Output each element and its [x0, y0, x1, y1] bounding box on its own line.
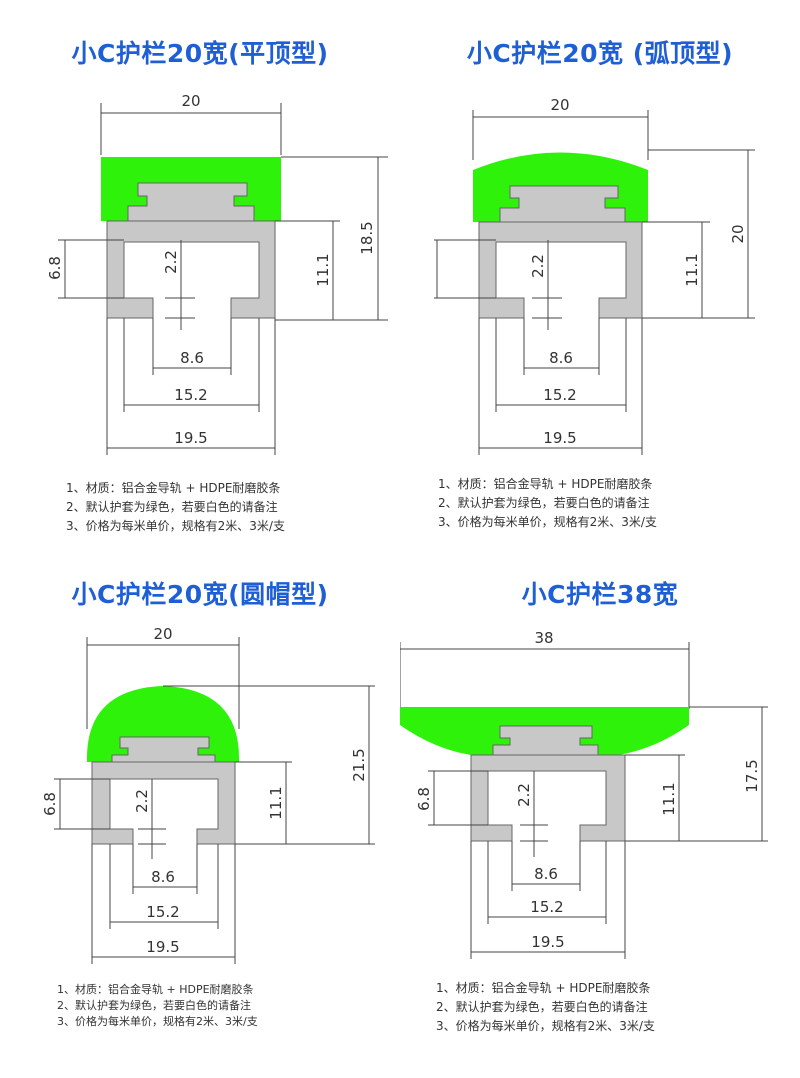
rail-body — [478, 221, 643, 319]
dim-slot-width: 8.6 — [180, 349, 204, 367]
dim-base-width: 19.5 — [531, 933, 564, 951]
panel-title: 小C护栏20宽 (弧顶型) — [466, 39, 734, 68]
spec-notes: 1、材质：铝合金导轨 + HDPE耐磨胶条 2、默认护套为绿色，若要白色的请备注… — [436, 979, 655, 1036]
panel-38-wide: 小C护栏38宽 38 17.5 11.1 6.8 2.2 — [400, 539, 800, 1078]
dim-inner-width: 15.2 — [146, 903, 179, 921]
note-line: 1、材质：铝合金导轨 + HDPE耐磨胶条 — [66, 481, 281, 495]
dim-width-top: 20 — [550, 96, 569, 114]
profile-drawing: 38 17.5 11.1 6.8 2.2 8.6 15.2 19.5 — [400, 629, 768, 959]
dim-body-height: 11.1 — [314, 253, 332, 286]
panel-title: 小C护栏20宽(圆帽型) — [71, 580, 329, 609]
rail-t-slot — [492, 725, 599, 756]
profile-drawing: 20 20 11.1 2.2 8.6 15.2 19.5 — [434, 96, 755, 455]
rail-body — [106, 220, 276, 319]
dim-slot-width: 8.6 — [549, 349, 573, 367]
dim-inner-height: 6.8 — [46, 256, 64, 280]
panel-title: 小C护栏20宽(平顶型) — [71, 39, 329, 68]
spec-notes: 1、材质：铝合金导轨 + HDPE耐磨胶条 2、默认护套为绿色，若要白色的请备注… — [66, 479, 285, 536]
dim-groove-depth: 2.2 — [529, 254, 547, 278]
dim-inner-height: 6.8 — [41, 792, 59, 816]
dim-base-width: 19.5 — [174, 429, 207, 447]
panel-arc-top: 小C护栏20宽 (弧顶型) 20 20 11.1 2.2 8 — [400, 0, 800, 539]
rail-t-slot — [111, 736, 216, 763]
spec-notes: 1、材质：铝合金导轨 + HDPE耐磨胶条 2、默认护套为绿色，若要白色的请备注… — [57, 982, 258, 1030]
dim-slot-width: 8.6 — [534, 865, 558, 883]
dim-height-total: 20 — [729, 224, 747, 243]
note-line: 1、材质：铝合金导轨 + HDPE耐磨胶条 — [57, 983, 254, 996]
dim-slot-width: 8.6 — [151, 868, 175, 886]
dim-body-height: 11.1 — [267, 786, 285, 819]
dim-body-height: 11.1 — [660, 782, 678, 815]
dim-base-width: 19.5 — [543, 429, 576, 447]
dim-height-total: 21.5 — [350, 748, 368, 781]
panel-round-cap: 小C护栏20宽(圆帽型) 20 21.5 11.1 6.8 — [0, 539, 400, 1078]
dim-groove-depth: 2.2 — [515, 783, 533, 807]
dim-width-top: 20 — [181, 92, 200, 110]
note-line: 1、材质：铝合金导轨 + HDPE耐磨胶条 — [438, 477, 653, 491]
dim-groove-depth: 2.2 — [162, 250, 180, 274]
panel-title: 小C护栏38宽 — [521, 580, 679, 609]
dim-body-height: 11.1 — [683, 253, 701, 286]
profile-drawing: 20 21.5 11.1 6.8 2.2 8.6 15.2 19.5 — [41, 625, 375, 964]
note-line: 2、默认护套为绿色，若要白色的请备注 — [438, 496, 650, 510]
note-line: 1、材质：铝合金导轨 + HDPE耐磨胶条 — [436, 981, 651, 995]
note-line: 2、默认护套为绿色，若要白色的请备注 — [57, 999, 251, 1012]
profile-drawing: 20 18.5 11.1 — [46, 92, 388, 455]
note-line: 2、默认护套为绿色，若要白色的请备注 — [436, 1000, 648, 1014]
rail-body — [91, 761, 236, 845]
dim-height-total: 18.5 — [358, 221, 376, 254]
rail-t-slot — [127, 182, 255, 222]
dim-base-width: 19.5 — [146, 938, 179, 956]
dim-inner-width: 15.2 — [530, 898, 563, 916]
dim-width-top: 38 — [534, 629, 553, 647]
dim-height-total: 17.5 — [743, 759, 761, 792]
note-line: 3、价格为每米单价，规格有2米、3米/支 — [66, 519, 285, 533]
dim-inner-width: 15.2 — [543, 386, 576, 404]
dim-groove-depth: 2.2 — [133, 789, 151, 813]
rail-t-slot — [499, 185, 626, 223]
note-line: 3、价格为每米单价，规格有2米、3米/支 — [438, 515, 657, 529]
dim-inner-width: 15.2 — [174, 386, 207, 404]
spec-notes: 1、材质：铝合金导轨 + HDPE耐磨胶条 2、默认护套为绿色，若要白色的请备注… — [438, 475, 657, 532]
note-line: 2、默认护套为绿色，若要白色的请备注 — [66, 500, 278, 514]
rail-body — [470, 754, 626, 842]
note-line: 3、价格为每米单价，规格有2米、3米/支 — [436, 1019, 655, 1033]
panel-flat-top: 小C护栏20宽(平顶型) 20 — [0, 0, 400, 539]
note-line: 3、价格为每米单价，规格有2米、3米/支 — [57, 1015, 258, 1028]
dim-inner-height: 6.8 — [415, 787, 433, 811]
dim-width-top: 20 — [153, 625, 172, 643]
